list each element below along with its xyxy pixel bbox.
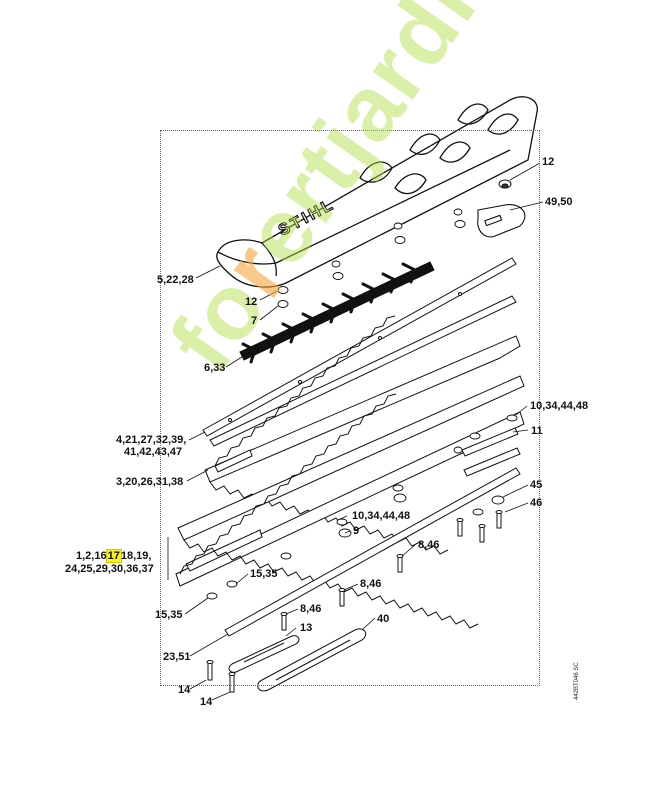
highlighted-part-17[interactable]: 17 [105, 549, 122, 563]
callout-11: 11 [531, 425, 543, 437]
guide-rail [202, 257, 517, 447]
callout-6-33: 6,33 [204, 362, 226, 374]
callout-1-2-16: 1,2,161718,19, [76, 549, 152, 563]
lower-blade [175, 375, 525, 629]
callout-45: 45 [530, 479, 543, 491]
callout-15-35-a: 15,35 [250, 568, 278, 580]
callout-49-50: 49,50 [545, 196, 573, 208]
assembly-boundary [160, 130, 540, 686]
blade-cover [216, 96, 538, 288]
callout-24-25-29: 24,25,29,30,36,37 [65, 563, 154, 575]
callout-23-51: 23,51 [163, 651, 191, 663]
callout-10-34-44-48-b: 10,34,44,48 [352, 510, 411, 522]
callout-7: 7 [251, 315, 258, 327]
bracket-49-50 [477, 204, 526, 238]
plate-13 [228, 635, 300, 673]
callout-3-20-26: 3,20,26,31,38 [116, 476, 184, 488]
callout-8-46-c: 8,46 [300, 603, 322, 615]
callout-10-34-44-48-a: 10,34,44,48 [530, 400, 589, 412]
callout-14-a: 14 [178, 684, 191, 696]
callout-14-b: 14 [200, 696, 213, 708]
screws [206, 510, 503, 693]
blade-drive-assembly [239, 261, 435, 364]
nut-12-top [498, 179, 512, 189]
callout-8-46-a: 8,46 [418, 539, 440, 551]
callout-12-lower: 12 [245, 296, 258, 308]
callout-15-35-b: 15,35 [155, 609, 183, 621]
callout-4-21-27: 4,21,27,32,39, [116, 434, 187, 446]
drawing-code: 442BT046 SC [574, 662, 580, 700]
callout-12-top: 12 [542, 156, 555, 168]
spacers [206, 414, 518, 600]
nuts-upper [277, 208, 466, 308]
upper-blade [204, 315, 521, 555]
callout-40: 40 [377, 613, 390, 625]
callout-8-46-b: 8,46 [360, 578, 382, 590]
callout-13: 13 [300, 622, 313, 634]
leader-lines [167, 162, 544, 701]
callout-41-42-43-47: 41,42,43,47 [124, 446, 183, 458]
plates-11 [461, 427, 521, 477]
callout-5-22-28: 5,22,28 [157, 274, 194, 286]
callout-9: 9 [353, 525, 360, 537]
callout-46: 46 [530, 497, 543, 509]
